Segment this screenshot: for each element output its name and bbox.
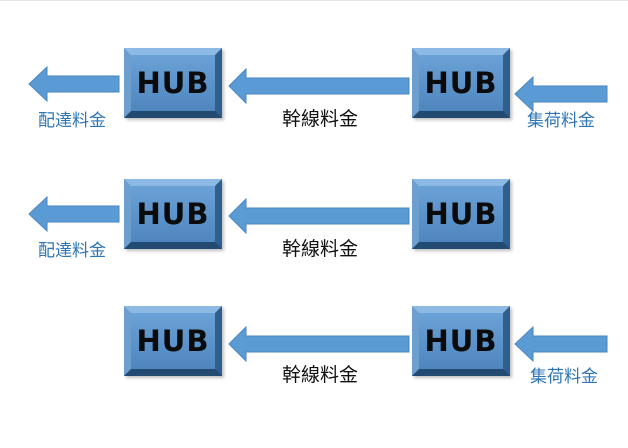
hub-right: HUB <box>412 306 510 376</box>
hub-left: HUB <box>124 306 222 376</box>
pickup-fee-label: 集荷料金 <box>527 111 595 131</box>
trunk-arrow <box>228 197 410 235</box>
pickup-arrow <box>514 325 608 363</box>
hub-right: HUB <box>412 179 510 249</box>
hub-right-label: HUB <box>424 324 498 358</box>
hub-left-label: HUB <box>136 197 210 231</box>
delivery-fee-label: 配達料金 <box>38 111 106 131</box>
hub-left-label: HUB <box>136 324 210 358</box>
hub-right: HUB <box>412 48 510 118</box>
delivery-fee-label: 配達料金 <box>38 241 106 261</box>
hub-right-label: HUB <box>424 197 498 231</box>
trunk-arrow <box>228 325 410 363</box>
flow-row-1: HUB HUB 配達料金 幹線料金 集荷料金 <box>0 46 628 136</box>
hub-right-label: HUB <box>424 66 498 100</box>
trunk-fee-label: 幹線料金 <box>282 238 359 260</box>
delivery-arrow <box>28 195 120 233</box>
trunk-fee-label: 幹線料金 <box>282 364 359 386</box>
delivery-arrow <box>28 65 120 103</box>
flow-row-2: HUB HUB 配達料金 幹線料金 <box>0 176 628 266</box>
hub-left: HUB <box>124 48 222 118</box>
top-border <box>0 0 628 1</box>
flow-row-3: HUB HUB 幹線料金 集荷料金 <box>0 304 628 394</box>
trunk-fee-label: 幹線料金 <box>282 108 359 130</box>
pickup-arrow <box>514 75 608 113</box>
hub-left-label: HUB <box>136 66 210 100</box>
trunk-arrow <box>228 67 410 105</box>
hub-left: HUB <box>124 179 222 249</box>
pickup-fee-label: 集荷料金 <box>530 367 598 387</box>
